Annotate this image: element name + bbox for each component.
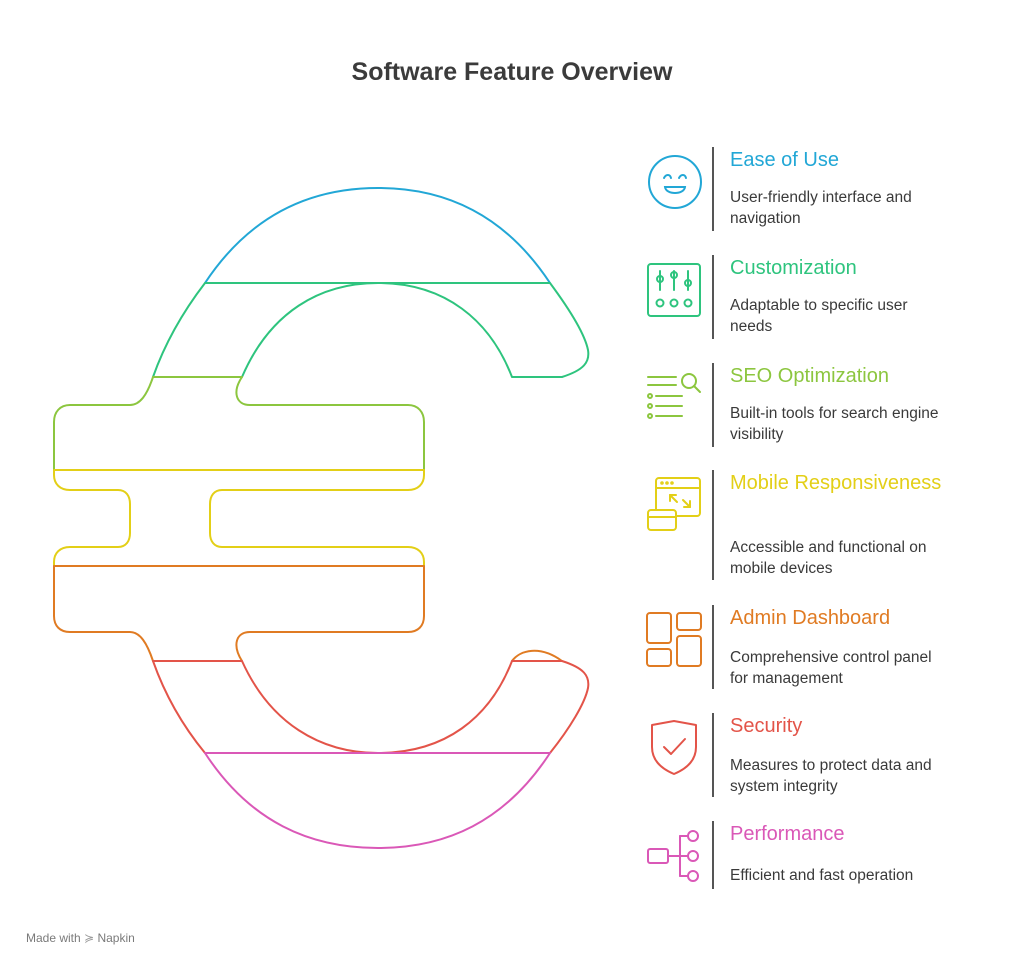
segment-seo-optimization [53,376,425,471]
segment-admin-dashboard [53,565,563,662]
feature-divider [712,470,714,580]
feature-description: Comprehensive control panel for manageme… [730,649,932,687]
feature-title: Mobile Responsiveness [730,472,942,494]
responsive-windows-icon [647,477,701,531]
feature-title: Admin Dashboard [730,607,891,629]
segment-customization [152,282,590,378]
feature-admin-dashboard: Admin Dashboard Comprehensive control pa… [640,605,960,689]
page-title: Software Feature Overview [351,58,673,86]
napkin-logo-icon: ≽ [84,931,95,945]
segment-ease-of-use [204,187,551,284]
feature-description: Adaptable to specific user needs [730,297,908,335]
feature-description: User-friendly interface and navigation [730,189,912,227]
segment-performance [204,752,551,849]
feature-customization: Customization Adaptable to specific user… [640,255,960,339]
feature-divider [712,821,714,889]
search-list-icon [647,373,701,419]
feature-seo-optimization: SEO Optimization Built-in tools for sear… [640,363,960,447]
feature-title: Ease of Use [730,149,839,171]
feature-divider [712,255,714,339]
feature-divider [712,147,714,231]
made-with-napkin-footer: Made with ≽ Napkin [26,931,135,945]
feature-security: Security Measures to protect data and sy… [640,713,960,797]
feature-performance: Performance Efficient and fast operation [640,821,960,889]
feature-title: Performance [730,823,845,845]
feature-divider [712,605,714,689]
feature-title: SEO Optimization [730,365,889,387]
feature-description: Accessible and functional on mobile devi… [730,539,927,577]
footer-brand: Napkin [97,931,135,945]
dashboard-grid-icon [646,612,702,667]
feature-divider [712,363,714,447]
feature-description: Measures to protect data and system inte… [730,757,932,795]
smiley-face-icon [648,155,702,209]
segment-security [152,660,590,754]
footer-made-with: Made with [26,931,81,945]
feature-title: Security [730,715,803,737]
feature-description: Built-in tools for search engine visibil… [730,405,939,443]
feature-divider [712,713,714,797]
feature-description: Efficient and fast operation [730,867,914,884]
sliders-icon [647,263,701,317]
feature-ease-of-use: Ease of Use User-friendly interface and … [640,147,960,231]
euro-sign-graphic [53,187,590,849]
hierarchy-icon [647,830,699,882]
segment-mobile-responsiveness [53,469,425,567]
feature-mobile-responsiveness: Mobile Responsiveness Accessible and fun… [640,470,960,580]
feature-title: Customization [730,257,857,279]
shield-check-icon [651,720,697,775]
